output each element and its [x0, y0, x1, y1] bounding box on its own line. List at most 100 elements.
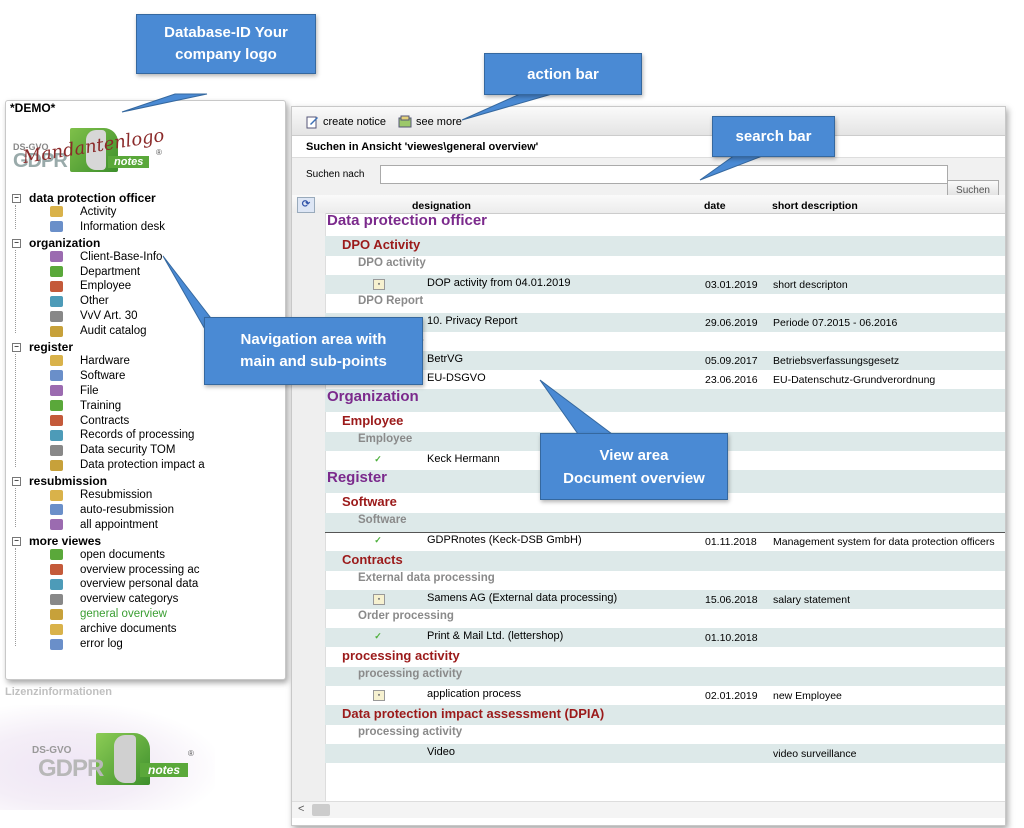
cell-date: 29.06.2019: [705, 317, 758, 329]
checkmark-icon: ✓: [374, 454, 382, 464]
sidebar-item-data-security-tom[interactable]: Data security TOM: [50, 444, 210, 456]
sidebar-item-records-of-processing[interactable]: Records of processing: [50, 429, 210, 441]
sidebar-item-overview-personal-data[interactable]: overview personal data: [50, 578, 210, 590]
cell-desc: short descripton: [773, 279, 848, 291]
category-row-level-2[interactable]: Contracts: [325, 551, 1005, 571]
collapse-toggle-icon[interactable]: −: [12, 477, 21, 487]
sidebar-item-employee[interactable]: Employee: [50, 280, 210, 292]
tree-section-more-viewes[interactable]: −more viewes: [12, 534, 101, 548]
sidebar-item-error-log[interactable]: error log: [50, 638, 210, 650]
sidebar-item-vvv-art-30[interactable]: VvV Art. 30: [50, 310, 210, 322]
category-row-level-3[interactable]: Regulations: [325, 332, 1005, 351]
action-bar: create notice see more: [292, 107, 1005, 136]
sidebar-item-training[interactable]: Training: [50, 400, 210, 412]
document-row[interactable]: ✓Print & Mail Ltd. (lettershop)01.10.201…: [325, 628, 1005, 647]
sidebar-item-general-overview[interactable]: general overview: [50, 608, 210, 620]
sidebar-item-label: general overview: [80, 608, 167, 621]
category-row-level-2[interactable]: Data protection impact assessment (DPIA): [325, 705, 1005, 725]
column-short-description[interactable]: short description: [772, 200, 858, 212]
refresh-icon[interactable]: ⟳: [297, 197, 315, 213]
sidebar-item-activity[interactable]: Activity: [50, 206, 210, 218]
sidebar-item-overview-processing-ac[interactable]: overview processing ac: [50, 564, 210, 576]
sidebar-item-resubmission[interactable]: Resubmission: [50, 489, 210, 501]
sidebar-item-label: Employee: [80, 280, 132, 293]
tree-section-register[interactable]: −register: [12, 340, 73, 354]
sidebar-item-auto-resubmission[interactable]: auto-resubmission: [50, 504, 210, 516]
sidebar-item-label: File: [80, 384, 99, 397]
category-row-level-3[interactable]: processing activity: [325, 725, 1005, 744]
cell-desc: video surveillance: [773, 748, 857, 760]
scroll-thumb[interactable]: [312, 804, 330, 816]
category-row-level-2[interactable]: DPO Activity: [325, 236, 1005, 256]
search-input[interactable]: [380, 165, 948, 184]
tree-section-label: resubmission: [29, 474, 108, 489]
licence-info-link[interactable]: Lizenzinformationen: [5, 686, 112, 698]
category-row-level-2[interactable]: processing activity: [325, 647, 1005, 667]
checkmark-icon: ✓: [374, 535, 382, 545]
category-row-level-3[interactable]: Order processing: [325, 609, 1005, 628]
collapse-toggle-icon[interactable]: −: [12, 194, 21, 204]
document-icon: ▪: [373, 279, 385, 290]
sidebar-item-data-protection-impact-a[interactable]: Data protection impact a: [50, 459, 210, 471]
document-row[interactable]: ▪Samens AG (External data processing)15.…: [325, 590, 1005, 609]
sidebar-item-client-base-info[interactable]: Client-Base-Info: [50, 251, 210, 263]
sidebar-item-department[interactable]: Department: [50, 266, 210, 278]
tree-section-data-protection-officer[interactable]: −data protection officer: [12, 191, 156, 205]
column-header-row: ⟳ designation date short description: [292, 195, 1005, 214]
sidebar-item-open-documents[interactable]: open documents: [50, 549, 210, 561]
tree-section-organization[interactable]: −organization: [12, 236, 100, 250]
collapse-toggle-icon[interactable]: −: [12, 537, 21, 547]
logo-gdpr-text: GDPR: [13, 150, 68, 172]
sidebar-item-contracts[interactable]: Contracts: [50, 415, 210, 427]
category-row-level-3[interactable]: processing activity: [325, 667, 1005, 686]
logo-dsgvo-text: DS-GVO: [13, 142, 49, 152]
sidebar-item-label: Data security TOM: [80, 444, 176, 457]
file-icon: [50, 385, 63, 397]
category-row-level-3[interactable]: External data processing: [325, 571, 1005, 590]
category-row-level-2[interactable]: Employee: [325, 412, 1005, 432]
category-row-level-3[interactable]: DPO activity: [325, 256, 1005, 275]
horizontal-scrollbar[interactable]: <: [292, 801, 1005, 818]
scroll-left-icon[interactable]: <: [298, 803, 305, 815]
sidebar-item-audit-catalog[interactable]: Audit catalog: [50, 325, 210, 337]
category-label: Software: [358, 514, 407, 526]
category-row-level-1[interactable]: Organization: [325, 388, 1005, 412]
sidebar-item-hardware[interactable]: Hardware: [50, 355, 210, 367]
sidebar-item-information-desk[interactable]: Information desk: [50, 221, 210, 233]
sidebar-item-file[interactable]: File: [50, 385, 210, 397]
column-date[interactable]: date: [704, 200, 726, 212]
see-more-button[interactable]: see more: [398, 115, 462, 129]
action-bar-callout: action bar: [484, 53, 642, 95]
tree-section-resubmission[interactable]: −resubmission: [12, 474, 107, 488]
category-row-level-3[interactable]: Software: [325, 513, 1005, 532]
error-log-icon: [50, 638, 63, 650]
cell-date: 01.10.2018: [705, 632, 758, 644]
cell-date: 05.09.2017: [705, 355, 758, 367]
category-row-level-3[interactable]: DPO Report: [325, 294, 1005, 313]
logo-gdpr-text: GDPR: [38, 755, 104, 782]
category-row-level-1[interactable]: Data protection officer: [325, 213, 1005, 236]
sidebar-item-all-appointment[interactable]: all appointment: [50, 519, 210, 531]
cell-date: 02.01.2019: [705, 690, 758, 702]
sidebar-item-label: Activity: [80, 205, 117, 218]
sidebar-item-label: archive documents: [80, 623, 177, 636]
collapse-toggle-icon[interactable]: −: [12, 239, 21, 249]
sidebar-item-other[interactable]: Other: [50, 295, 210, 307]
document-row[interactable]: ✓Keck Hermann: [325, 451, 1005, 470]
create-notice-button[interactable]: create notice: [305, 115, 386, 129]
sidebar-item-archive-documents[interactable]: archive documents: [50, 623, 210, 635]
collapse-toggle-icon[interactable]: −: [12, 343, 21, 353]
category-row-level-2[interactable]: Software: [325, 493, 1005, 513]
cell-desc: Periode 07.2015 - 06.2016: [773, 317, 898, 329]
sidebar-item-label: Audit catalog: [80, 325, 147, 338]
column-designation[interactable]: designation: [412, 200, 471, 212]
sidebar-item-software[interactable]: Software: [50, 370, 210, 382]
sidebar-item-overview-categorys[interactable]: overview categorys: [50, 593, 210, 605]
